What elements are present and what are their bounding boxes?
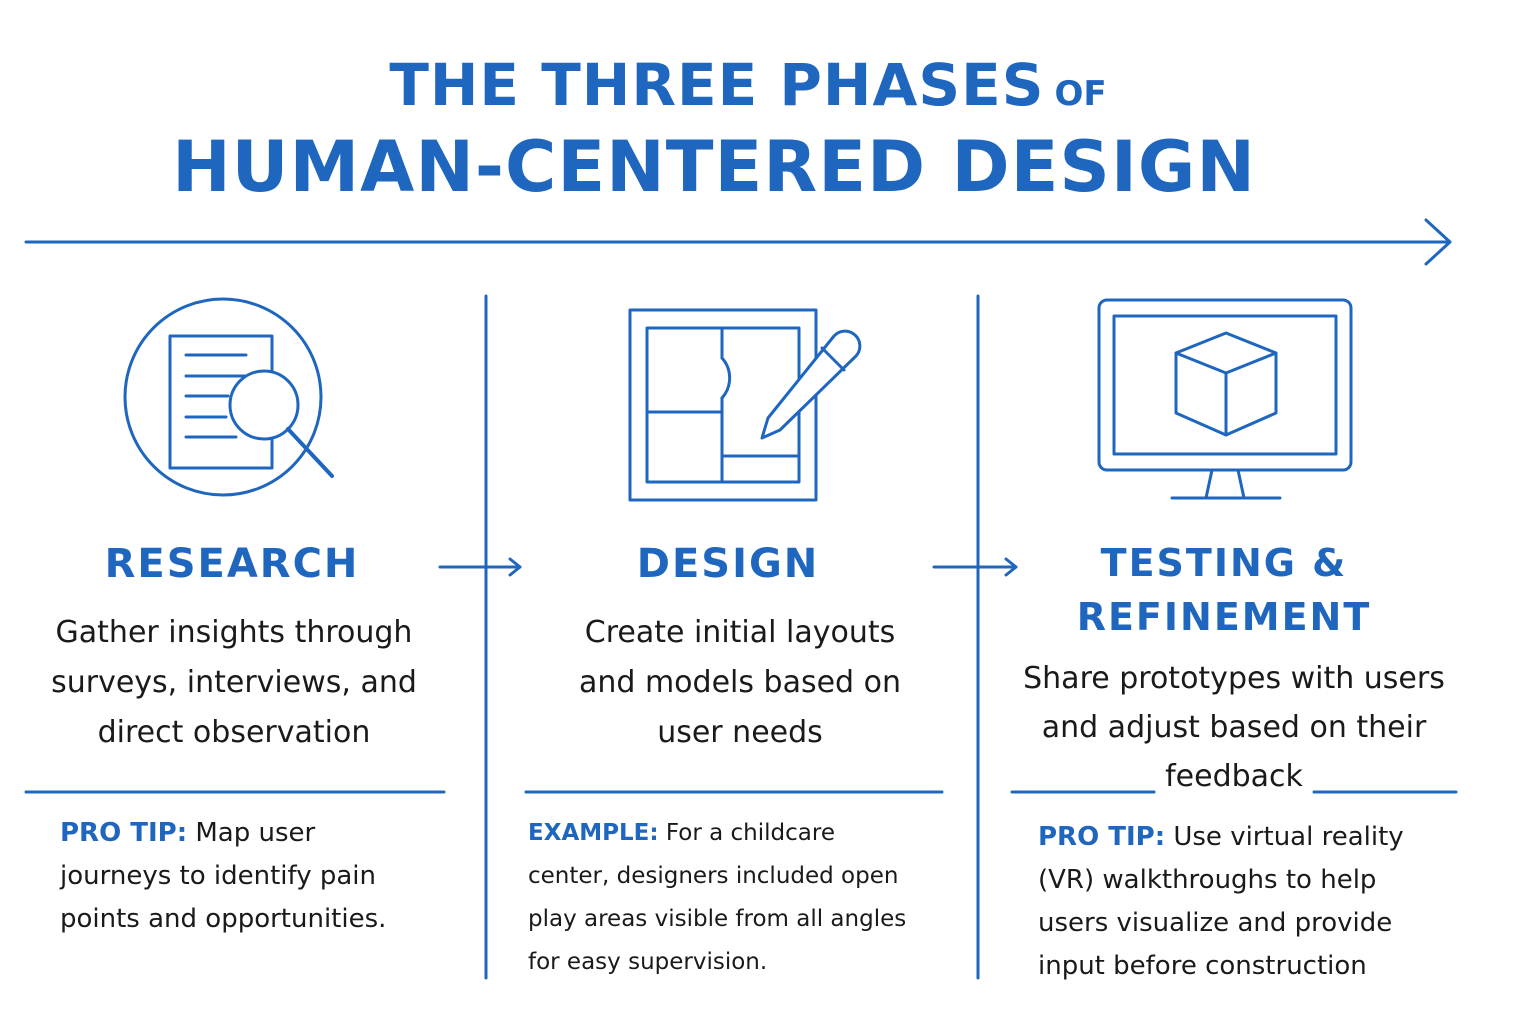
phase-arrow-2: [932, 557, 1018, 577]
phase-title-design: DESIGN: [636, 541, 820, 587]
tip-lead: PRO TIP:: [60, 818, 188, 848]
pro-tip-testing: PRO TIP: Use virtual reality (VR) walkth…: [1038, 816, 1404, 988]
tip-line: journeys to identify pain: [60, 861, 376, 891]
tip-line: for easy supervision.: [528, 949, 768, 975]
tip-line: center, designers included open: [528, 863, 899, 889]
phase-title-line: TESTING &: [1100, 541, 1348, 585]
description-line: surveys, interviews, and: [51, 665, 417, 700]
phase-title-line: REFINEMENT: [1076, 595, 1372, 639]
description-line: and models based on: [578, 665, 902, 700]
phase-title-testing: TESTING & REFINEMENT: [1024, 536, 1424, 644]
timeline-arrow: [24, 218, 1452, 266]
document-magnifier-icon: [123, 297, 334, 497]
description-line: Share prototypes with users: [1023, 661, 1445, 696]
description-line: feedback: [1165, 759, 1303, 794]
title-connector: OF: [1054, 74, 1107, 114]
tip-line: Map user: [195, 818, 316, 848]
phase-description-design: Create initial layouts and models based …: [520, 608, 960, 758]
title-main: THE THREE PHASES: [389, 51, 1045, 119]
phase-arrow-1: [438, 557, 522, 577]
floor-plan-pencil-icon: [628, 308, 862, 502]
phase-description-testing: Share prototypes with users and adjust b…: [996, 654, 1472, 801]
pro-tip-research: PRO TIP: Map user journeys to identify p…: [60, 812, 386, 941]
tip-lead: EXAMPLE:: [528, 820, 659, 846]
tip-line: For a childcare: [665, 820, 835, 846]
description-line: Create initial layouts: [584, 615, 896, 650]
tip-line: input before construction: [1038, 951, 1367, 981]
tip-lead: PRO TIP:: [1038, 822, 1166, 852]
monitor-cube-icon: [1097, 298, 1353, 500]
tip-line: users visualize and provide: [1038, 908, 1393, 938]
phase-description-research: Gather insights through surveys, intervi…: [14, 608, 454, 758]
example-design: EXAMPLE: For a childcare center, designe…: [528, 812, 906, 984]
page-title-line-2: HUMAN-CENTERED DESIGN: [172, 126, 1256, 208]
description-line: and adjust based on their: [1041, 710, 1427, 745]
description-line: user needs: [657, 715, 823, 750]
description-line: direct observation: [97, 715, 371, 750]
tip-line: points and opportunities.: [60, 904, 387, 934]
tip-line: Use virtual reality: [1173, 822, 1404, 852]
phase-title-research: RESEARCH: [104, 541, 360, 587]
tip-line: play areas visible from all angles: [528, 906, 907, 932]
description-line: Gather insights through: [55, 615, 413, 650]
tip-line: (VR) walkthroughs to help: [1038, 865, 1377, 895]
